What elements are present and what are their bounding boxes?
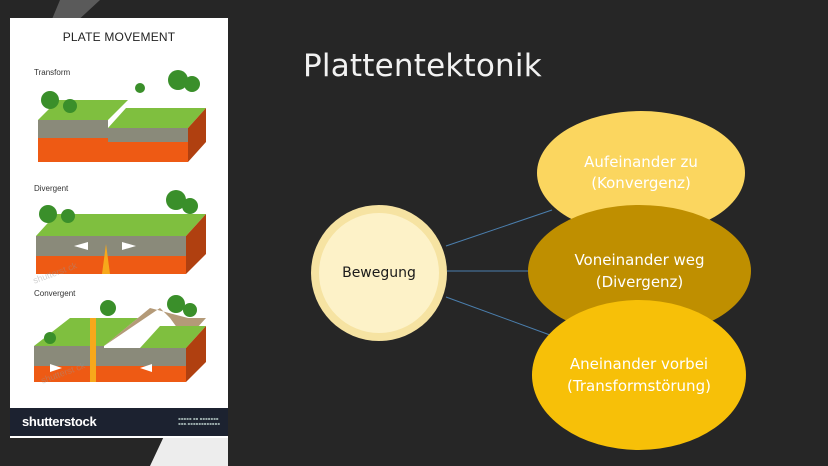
label-transform: Transform — [34, 68, 71, 77]
node-transform: Aneinander vorbei (Transformstörung) — [532, 300, 746, 450]
label-divergent: Divergent — [34, 184, 69, 193]
center-node-label: Bewegung — [342, 265, 416, 281]
slide-title: Plattentektonik — [303, 48, 542, 84]
center-node: Bewegung — [311, 205, 447, 341]
label-convergent: Convergent — [34, 289, 76, 298]
divergent-illustration — [36, 190, 206, 274]
node-transform-line2: (Transformstörung) — [567, 377, 711, 395]
image-title: PLATE MOVEMENT — [62, 30, 176, 44]
brand-logo: shutterstock — [22, 414, 97, 429]
plate-illustrations — [34, 70, 206, 382]
plate-movement-image: PLATE MOVEMENT Transform Divergent Conve… — [10, 18, 228, 438]
transform-illustration — [38, 70, 206, 162]
node-convergence-line2: (Konvergenz) — [591, 174, 691, 192]
brand-fineprint: ▪▪▪▪▪ ▪▪ ▪▪▪▪▪▪▪▪▪▪.▪▪▪▪▪▪▪▪▪▪▪▪ — [178, 416, 220, 426]
center-node-inner — [319, 213, 439, 333]
node-transform-line1: Aneinander vorbei — [569, 355, 709, 373]
node-divergence: Voneinander weg (Divergenz) — [528, 205, 751, 337]
connector-line — [445, 296, 551, 336]
node-convergence-line1: Aufeinander zu — [584, 153, 698, 171]
brand-bar: shutterstock ▪▪▪▪▪ ▪▪ ▪▪▪▪▪▪▪▪▪▪.▪▪▪▪▪▪▪… — [10, 408, 228, 436]
node-divergence-line1: Voneinander weg — [574, 251, 705, 269]
convergent-illustration — [34, 295, 206, 382]
connector-line — [445, 209, 553, 247]
node-divergence-line2: (Divergenz) — [595, 273, 684, 291]
